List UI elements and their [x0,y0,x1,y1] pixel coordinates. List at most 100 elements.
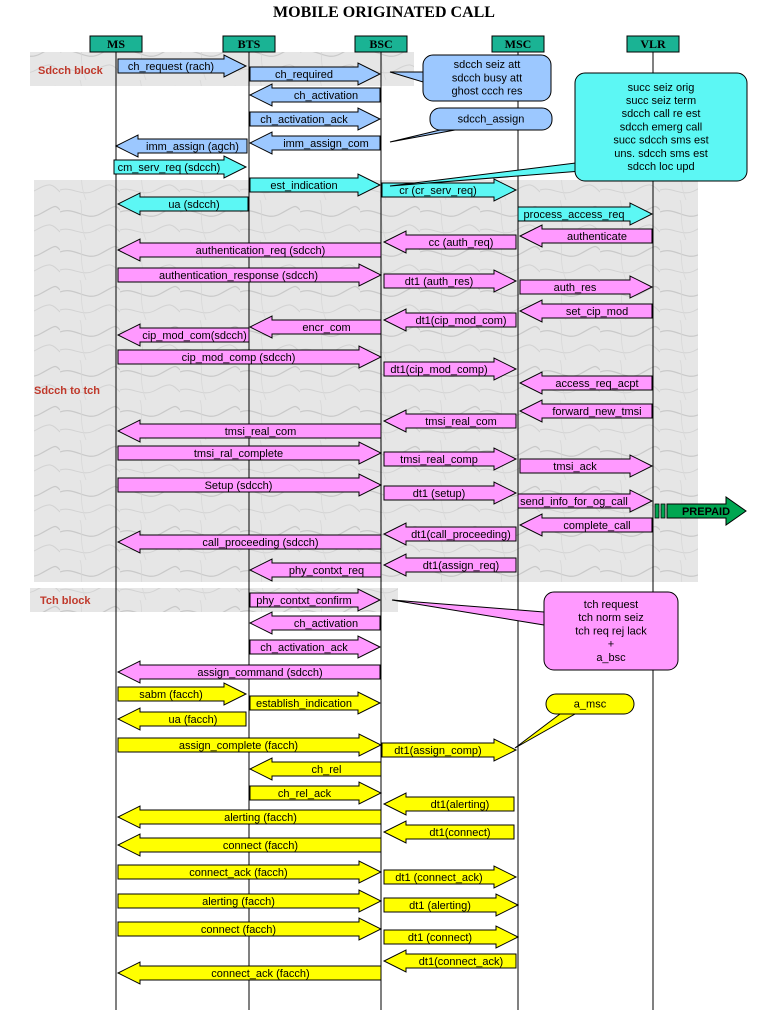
message-label: alerting (facch) [224,812,297,824]
message-label: dt1(connect_ack) [419,956,503,968]
message-label: imm_assign (agch) [146,141,239,153]
message-arrow: dt1(alerting) [382,792,515,816]
callout-line: uns. sdcch sms est [614,148,708,160]
entity-label: BSC [369,37,392,51]
message-arrow: ch_request (rach) [117,54,248,78]
callout-line: succ seiz orig [628,82,695,94]
message-label: dt1 (auth_res) [405,276,473,288]
message-label: dt1 (alerting) [409,900,471,912]
arrow-shape [248,558,382,582]
message-arrow: cip_mod_com(sdcch) [116,323,250,347]
callout: a_msc [514,693,635,749]
message-arrow: complete_call [518,513,653,537]
message-label: ch_request (rach) [128,61,214,73]
message-label: dt1(connect) [429,827,490,839]
message-label: assign_command (sdcch) [197,667,322,679]
arrow-shape [519,275,654,299]
entity-label: MSC [505,37,532,51]
message-arrow: send_info_for_og_call [517,489,654,513]
message-arrow: est_indication [249,173,382,197]
callout-line: sdcch call re est [622,108,701,120]
arrow-shape [116,192,249,216]
message-arrow: establish_indication [249,691,382,715]
message-arrow: ch_rel [248,757,382,781]
arrow-shape [518,513,653,537]
message-label: send_info_for_og_call [520,496,628,508]
message-arrow: sabm (facch) [117,682,248,706]
arrow-shape [382,820,515,844]
arrow-shape [382,792,515,816]
message-label: alerting (facch) [202,896,275,908]
arrow-shape [249,173,382,197]
message-arrow: tmsi_real_comp [383,447,518,471]
arrow-shape [116,419,382,443]
message-arrow: dt1 (alerting) [383,893,520,917]
entity-header-bsc [354,35,408,53]
message-label: ch_rel_ack [278,788,332,800]
message-label: authentication_response (sdcch) [159,270,318,282]
arrow-shape [383,269,518,293]
arrow-shape [117,473,383,497]
arrow-shape [248,611,381,635]
arrow-shape [383,925,520,949]
message-label: cr (cr_serv_req) [399,185,477,197]
arrow-shape [382,949,517,973]
entity-header-vlr [626,35,680,53]
arrow-shape [116,833,382,857]
callout-line: tch request [584,599,638,611]
message-arrow: alerting (facch) [116,805,382,829]
message-label: cip_mod_comp (sdcch) [182,352,296,364]
callout-line: a_msc [574,698,607,710]
arrow-shape [383,357,518,381]
arrow-shape [116,961,382,985]
message-arrow: ch_activation [248,611,381,635]
arrow-shape [249,781,383,805]
prepaid-arrow: PREPAID [654,496,747,526]
arrow-shape [117,860,383,884]
message-arrow: dt1(assign_comp) [381,738,518,762]
arrow-shape [116,323,250,347]
entity-header-ms [89,35,143,53]
callout-line: tch req rej lack [575,625,647,637]
message-arrow: dt1(connect) [382,820,515,844]
message-label: ch_activation [294,90,358,102]
callout-line: succ seiz term [626,95,696,107]
arrow-shape [249,635,382,659]
arrow-shape [117,263,383,287]
arrow-shape [383,447,518,471]
message-arrow: assign_complete (facch) [117,733,383,757]
section-label: Sdcch to tch [34,385,100,397]
arrow-shape [517,489,654,513]
arrow-shape [517,202,654,226]
message-arrow: authentication_response (sdcch) [117,263,383,287]
message-label: dt1(assign_req) [423,560,499,572]
entity-label: MS [107,37,125,51]
message-label: imm_assign_com [283,138,369,150]
message-arrow: connect (facch) [116,833,382,857]
message-arrow: ch_rel_ack [249,781,383,805]
message-label: cm_serv_req (sdcch) [118,162,221,174]
message-arrow: connect_ack (facch) [117,860,383,884]
callout-line: a_bsc [596,652,626,664]
message-arrow: set_cip_mod [518,299,653,323]
arrow-shape [117,889,383,913]
arrow-shape [116,530,382,554]
message-arrow: dt1 (connect_ack) [383,865,518,889]
message-label: call_proceeding (sdcch) [202,537,318,549]
arrow-shape [518,399,653,423]
message-arrow: authentication_req (sdcch) [116,238,382,262]
arrow-shape [248,83,381,107]
message-label: process_access_req [524,209,625,221]
arrow-shape [117,682,248,706]
message-label: ch_activation_ack [260,114,348,126]
arrow-shape [382,308,517,332]
arrow-shape [113,155,248,179]
message-arrow: tmsi_ack [519,454,654,478]
arrow-shape [383,865,518,889]
message-label: dt1(cip_mod_com) [415,315,506,327]
message-label: tmsi_ral_complete [194,448,283,460]
message-arrow: assign_command (sdcch) [116,660,381,684]
